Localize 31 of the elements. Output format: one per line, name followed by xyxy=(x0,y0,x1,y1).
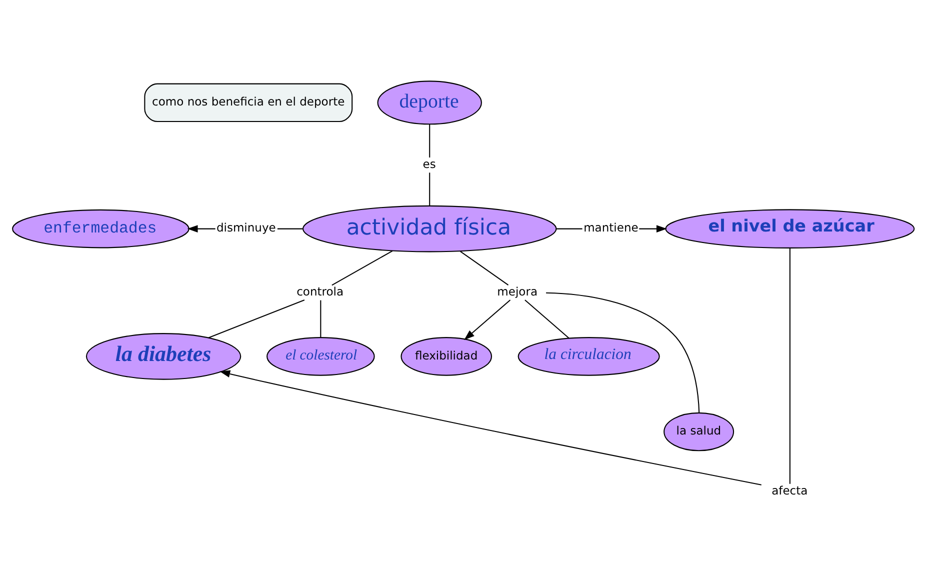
connector xyxy=(460,250,509,285)
node-text: mantiene xyxy=(584,220,638,234)
node-box: como nos beneficia en el deporte xyxy=(144,82,353,122)
connector xyxy=(277,228,303,229)
node-text: es xyxy=(422,156,436,170)
arrow xyxy=(187,224,216,232)
arrow xyxy=(464,299,511,340)
connector xyxy=(208,299,305,338)
node-ellipse: el nivel de azúcar xyxy=(665,208,915,248)
connector xyxy=(429,172,430,206)
connector xyxy=(556,228,582,229)
node-ellipse: enfermedades xyxy=(12,208,190,248)
arrow xyxy=(220,370,762,485)
node-text: mejora xyxy=(497,284,538,298)
connector xyxy=(332,250,393,286)
connector xyxy=(429,124,430,157)
node-text: afecta xyxy=(772,482,808,497)
node-ellipse: la diabetes xyxy=(86,332,242,380)
connector xyxy=(546,292,700,412)
connector xyxy=(320,300,322,337)
node-ellipse: el colesterol xyxy=(266,336,375,376)
node-ellipse: flexibilidad xyxy=(400,336,492,376)
node-ellipse: la salud xyxy=(664,412,734,451)
node-ellipse: la circulacion xyxy=(518,336,660,376)
arrow xyxy=(639,224,667,232)
connector xyxy=(524,299,570,338)
connector xyxy=(789,248,790,484)
node-text: controla xyxy=(296,284,344,298)
node-text: disminuye xyxy=(216,220,276,234)
node-ellipse: actividad física xyxy=(302,204,557,252)
node-ellipse: deporte xyxy=(377,80,482,124)
